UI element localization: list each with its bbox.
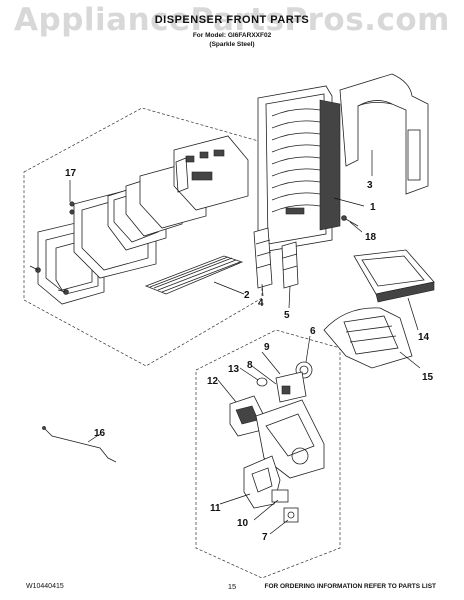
callout-16: 16 (94, 428, 106, 439)
foam-pad-part-5 (281, 241, 299, 289)
callout-5: 5 (284, 310, 290, 321)
ice-chute-assembly-parts (229, 361, 325, 523)
callout-4: 4 (258, 298, 264, 309)
chute-assembly-outline (195, 329, 341, 579)
drip-tray-part (353, 249, 435, 303)
callout-9: 9 (264, 342, 270, 353)
finish-line: (Sparkle Steel) (209, 41, 255, 48)
callout-13: 13 (228, 364, 240, 375)
wire-part (42, 426, 117, 463)
foam-pad-part-4 (253, 227, 273, 289)
ordering-note: FOR ORDERING INFORMATION REFER TO PARTS … (264, 583, 436, 590)
callout-3: 3 (367, 180, 373, 191)
document-number: W10440415 (26, 583, 64, 590)
page-number: 15 (227, 582, 237, 591)
callout-2: 2 (244, 290, 250, 301)
callout-14: 14 (418, 332, 430, 343)
callout-11: 11 (210, 503, 221, 514)
watermark: AppliancePartsPros.com (14, 2, 450, 38)
dispenser-housing-part (257, 85, 341, 253)
callout-1: 1 (370, 202, 376, 213)
leader-lines (69, 150, 421, 535)
model-line: For Model: GI6FARXXF02 (192, 32, 272, 39)
callout-17: 17 (65, 168, 77, 179)
drip-tray-base-part (323, 307, 413, 369)
model-subtitle: For Model: GI6FARXXF02 (Sparkle Steel) (0, 31, 464, 49)
screw-part-18 (341, 215, 359, 227)
control-assembly-parts (29, 135, 249, 305)
callout-labels: 17 2 3 1 18 4 5 14 15 16 6 9 8 13 12 11 … (65, 168, 434, 543)
grille-part (144, 255, 244, 295)
callout-8: 8 (247, 360, 253, 371)
callout-6: 6 (310, 326, 316, 337)
callout-12: 12 (207, 376, 219, 387)
door-liner-cover-part (339, 73, 429, 195)
page-title: DISPENSER FRONT PARTS (154, 14, 310, 26)
callout-7: 7 (262, 532, 268, 543)
callout-18: 18 (365, 232, 377, 243)
callout-15: 15 (422, 372, 434, 383)
callout-10: 10 (237, 518, 249, 529)
